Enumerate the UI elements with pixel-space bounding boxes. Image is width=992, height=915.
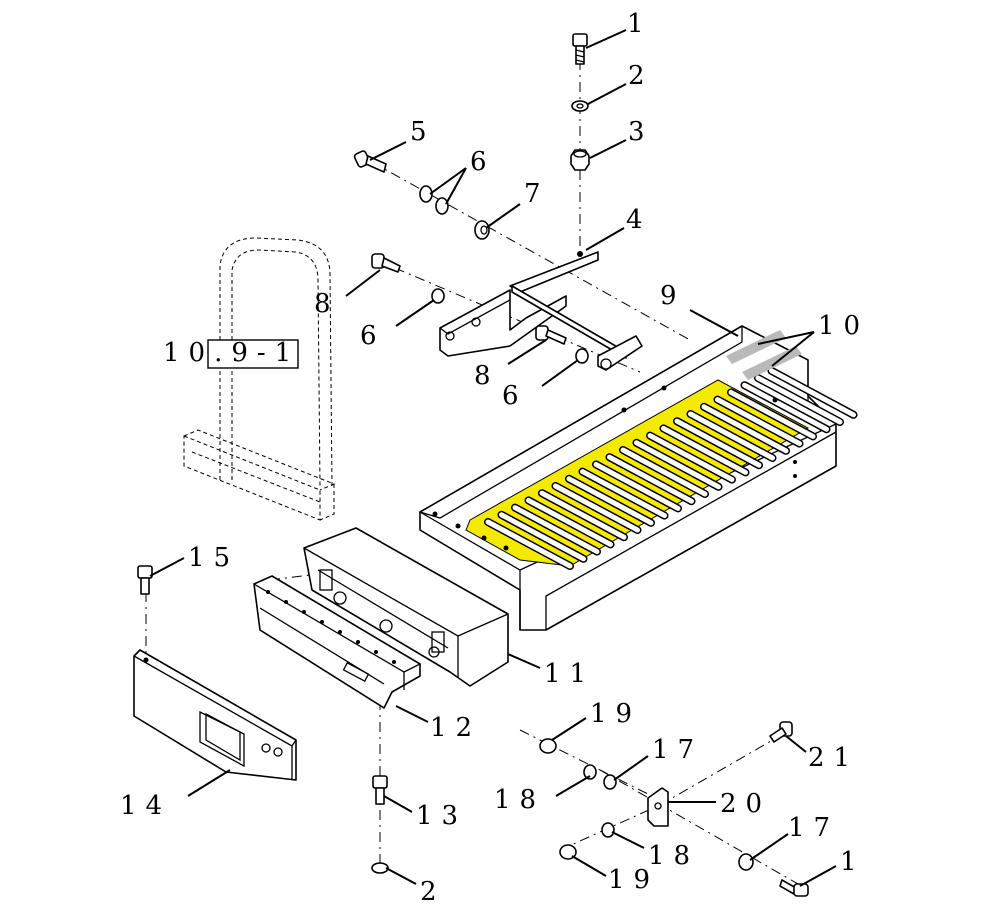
tread-slot-opening xyxy=(674,418,762,468)
tread-slot-opening xyxy=(769,368,856,418)
hardware-upper xyxy=(353,33,590,364)
bolt-icon xyxy=(137,565,153,595)
bolt-icon xyxy=(572,33,588,65)
ghost-handrail xyxy=(183,237,336,521)
step-housing xyxy=(303,527,509,687)
washer-icon xyxy=(431,288,445,304)
tread-slot-opening xyxy=(742,382,829,432)
callout-8-lower: 8 xyxy=(474,361,500,391)
callout-19-upper: 19 xyxy=(590,699,641,729)
callout-2-bottom: 2 xyxy=(420,877,446,907)
washer-icon xyxy=(474,220,490,240)
tread-slot-opening xyxy=(647,433,735,483)
callout-3: 3 xyxy=(628,117,654,147)
callout-9: 9 xyxy=(660,281,686,311)
decal-stripe-1 xyxy=(726,330,786,364)
tread-slot-opening xyxy=(607,454,694,504)
tread-slot-opening xyxy=(755,375,843,425)
callout-11: 11 xyxy=(544,659,595,689)
callout-5: 5 xyxy=(410,117,436,147)
tread-slot-opening xyxy=(539,490,627,540)
side-plate xyxy=(133,649,297,781)
callout-8-upper: 8 xyxy=(314,289,340,319)
tread-slot-opening xyxy=(553,483,640,533)
washer-icon xyxy=(419,185,433,203)
tread-slot-opening xyxy=(593,461,681,511)
washer-icon xyxy=(603,774,617,790)
callout-18-lower: 18 xyxy=(648,841,699,871)
callout-1-bottom: 1 xyxy=(840,847,866,877)
callout-10: 10 xyxy=(818,311,869,341)
bolt-icon xyxy=(779,879,809,897)
reference-box: 10.9-1 xyxy=(163,338,300,369)
bolt-icon xyxy=(535,325,567,345)
tread-slot-opening xyxy=(566,476,654,526)
callout-17-upper: 17 xyxy=(652,735,703,765)
washer-icon xyxy=(738,853,754,871)
callout-21: 21 xyxy=(808,743,859,773)
callout-12: 12 xyxy=(430,713,481,743)
tread-slot-opening xyxy=(661,425,748,475)
step-tread xyxy=(419,325,858,631)
tread-slot-opening xyxy=(701,404,789,454)
callout-2-top: 2 xyxy=(628,61,654,91)
callout-18-upper: 18 xyxy=(494,785,545,815)
hardware-lower xyxy=(539,721,809,897)
bolt-icon xyxy=(372,775,388,805)
washer-icon xyxy=(575,348,589,364)
leader-lines xyxy=(149,29,837,887)
tread-slot-opening xyxy=(634,440,721,490)
washer-icon xyxy=(601,822,615,838)
washer-icon xyxy=(371,862,389,874)
bolt-icon xyxy=(371,253,401,273)
tread-slot-opening xyxy=(499,512,586,562)
callout-6-mid: 6 xyxy=(360,321,386,351)
callout-17-lower: 17 xyxy=(788,813,839,843)
callout-7: 7 xyxy=(524,179,550,209)
tread-slot-opening xyxy=(688,411,775,461)
clip-icon xyxy=(647,787,669,827)
callout-20: 20 xyxy=(720,789,771,819)
callout-6-lower: 6 xyxy=(502,381,528,411)
tread-slot-opening xyxy=(512,505,600,555)
callout-1-top: 1 xyxy=(627,9,653,39)
washer-icon xyxy=(539,738,557,754)
nut-icon xyxy=(570,149,590,171)
callout-14: 14 xyxy=(120,791,171,821)
tread-slot-opening xyxy=(526,497,613,547)
mounting-bracket xyxy=(439,251,643,371)
washer-icon xyxy=(571,100,589,112)
callout-19-lower: 19 xyxy=(608,865,659,895)
tread-slot-opening xyxy=(728,389,816,439)
tread-slot-opening xyxy=(485,519,573,569)
callout-13: 13 xyxy=(416,801,467,831)
washer-icon xyxy=(559,844,577,860)
callouts: 1 2 3 4 5 6 7 8 6 8 6 9 10 11 12 13 14 1… xyxy=(120,9,869,907)
tread-slot-opening xyxy=(580,469,667,519)
tread-slots xyxy=(484,366,858,570)
mounting-rail xyxy=(253,575,421,709)
reference-box-label: 10.9-1 xyxy=(163,338,300,368)
callout-6-top: 6 xyxy=(470,147,496,177)
washer-icon xyxy=(583,764,597,780)
tread-slot-opening xyxy=(620,447,708,497)
callout-15: 15 xyxy=(188,543,239,573)
tread-slot-opening xyxy=(715,397,802,447)
callout-4: 4 xyxy=(626,205,652,235)
